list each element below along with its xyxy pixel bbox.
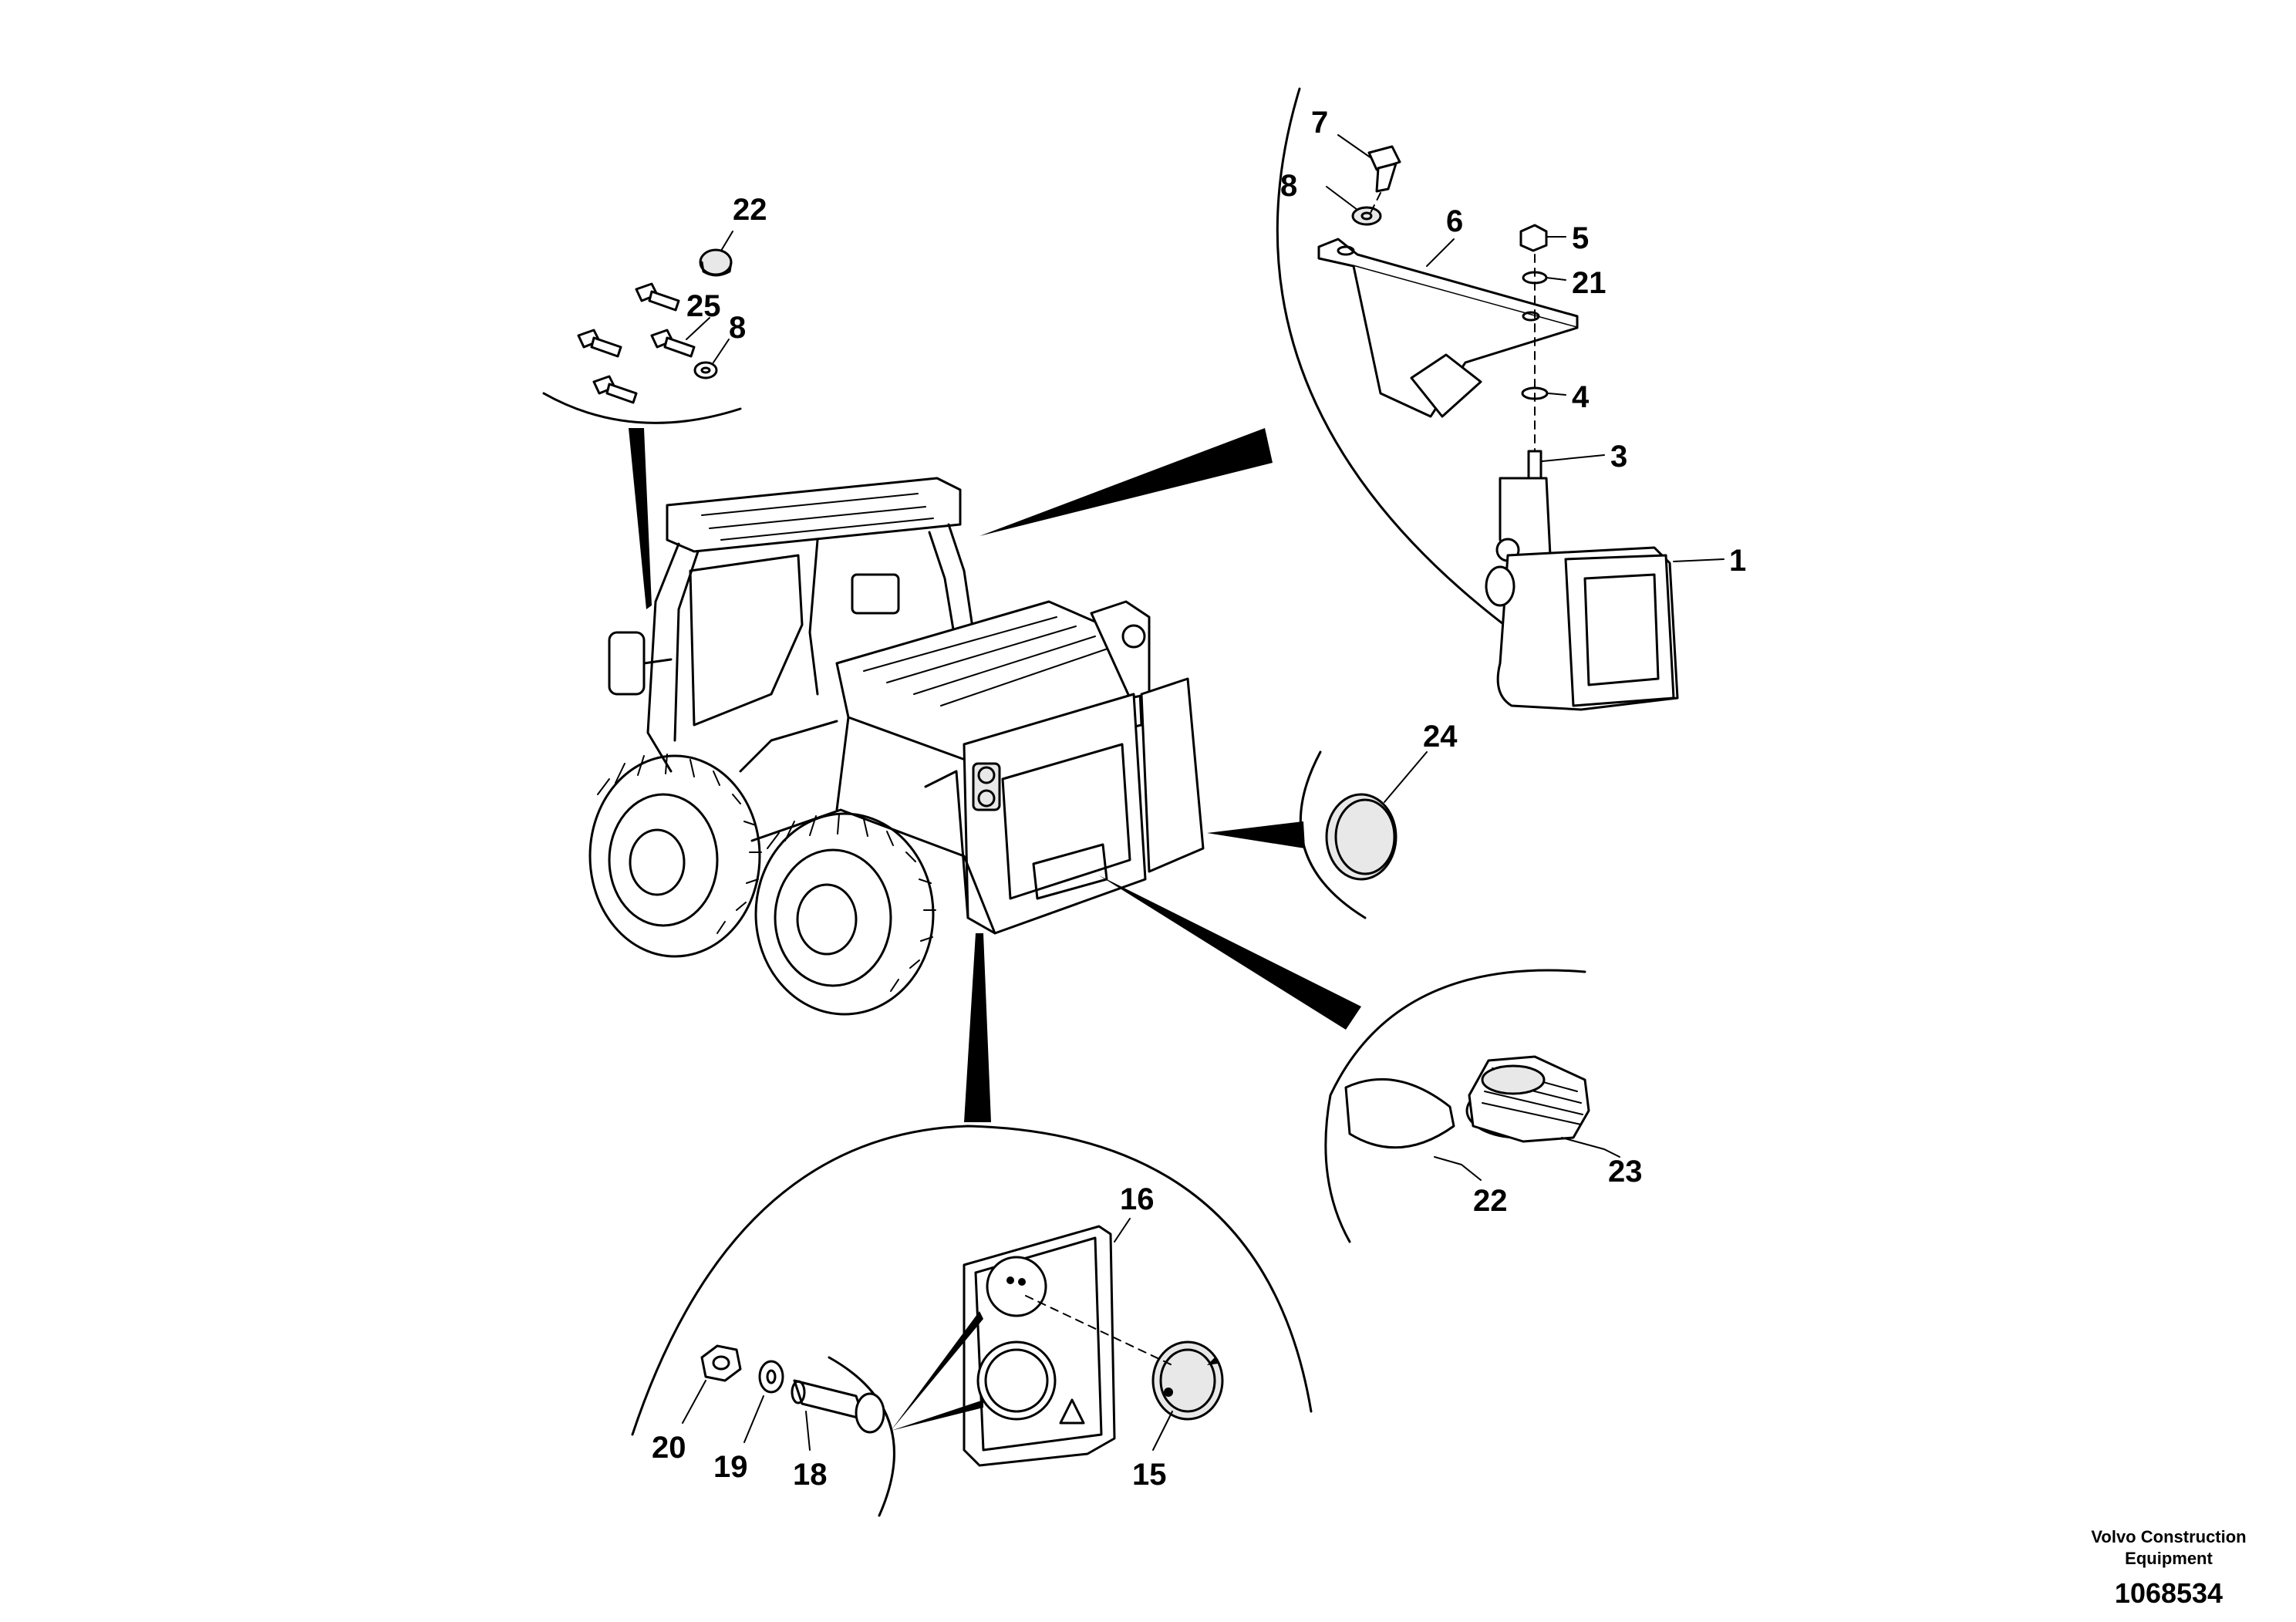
detail-tail-light: 16 15 18 19 20 (631, 933, 1313, 1517)
company-name-line2: Equipment (2125, 1549, 2213, 1568)
detail-bolts-top-left: 22 25 8 (542, 193, 767, 609)
callout-22-right: 22 (1473, 1184, 1508, 1218)
callout-5: 5 (1572, 221, 1589, 255)
callout-1: 1 (1729, 544, 1746, 578)
callout-7: 7 (1311, 106, 1328, 140)
bolt-part-25-b (650, 329, 696, 358)
callout-3: 3 (1610, 440, 1627, 474)
drawing-number: 1068534 (2115, 1577, 2223, 1609)
skid-steer-loader (588, 477, 1205, 1016)
callout-21: 21 (1572, 266, 1607, 300)
callout-8-top: 8 (1280, 169, 1297, 203)
callout-23: 23 (1608, 1155, 1643, 1189)
plug-part-22-right (1344, 1077, 1455, 1149)
wheel-front (754, 812, 936, 1016)
lens-part-15 (1151, 1340, 1224, 1421)
callout-22-top: 22 (733, 193, 767, 227)
plug-part-22 (699, 248, 733, 277)
bolt-part-18 (791, 1379, 885, 1434)
washer-part-19 (758, 1360, 784, 1394)
callout-20: 20 (652, 1431, 686, 1465)
callout-24: 24 (1423, 720, 1458, 754)
callout-6: 6 (1446, 204, 1463, 238)
washer-part-8-left (693, 361, 718, 379)
work-lamp-part-1 (1485, 477, 1679, 711)
callout-25: 25 (686, 289, 721, 323)
bolt-part-7 (1367, 145, 1401, 193)
callout-16: 16 (1120, 1182, 1155, 1216)
detail-plugs: 22 23 (1099, 875, 1643, 1243)
callout-8-left: 8 (729, 311, 746, 345)
callout-4: 4 (1572, 380, 1590, 414)
callout-19: 19 (713, 1450, 748, 1484)
wheel-rear-left (588, 754, 762, 958)
lamp-housing-part-16 (963, 1225, 1116, 1467)
bracket-part-6 (1317, 238, 1579, 418)
detail-work-light: 7 8 6 5 21 4 3 1 (979, 87, 1746, 711)
detail-cover-24: 24 (1207, 720, 1458, 919)
footer-block: Volvo Construction Equipment 1068534 (2091, 1527, 2246, 1609)
cover-part-24 (1325, 793, 1397, 881)
washer-part-8-top (1351, 206, 1382, 226)
callout-15: 15 (1132, 1458, 1167, 1492)
nut-part-5 (1519, 224, 1548, 252)
bolt-part-25-a (635, 282, 680, 312)
grommet-part-23 (1465, 1055, 1590, 1143)
callout-18: 18 (793, 1458, 828, 1492)
bolt-part-25-c (577, 329, 622, 358)
bolt-part-25-d (592, 375, 638, 404)
nut-part-20 (700, 1344, 742, 1382)
company-name-line1: Volvo Construction (2091, 1527, 2246, 1546)
